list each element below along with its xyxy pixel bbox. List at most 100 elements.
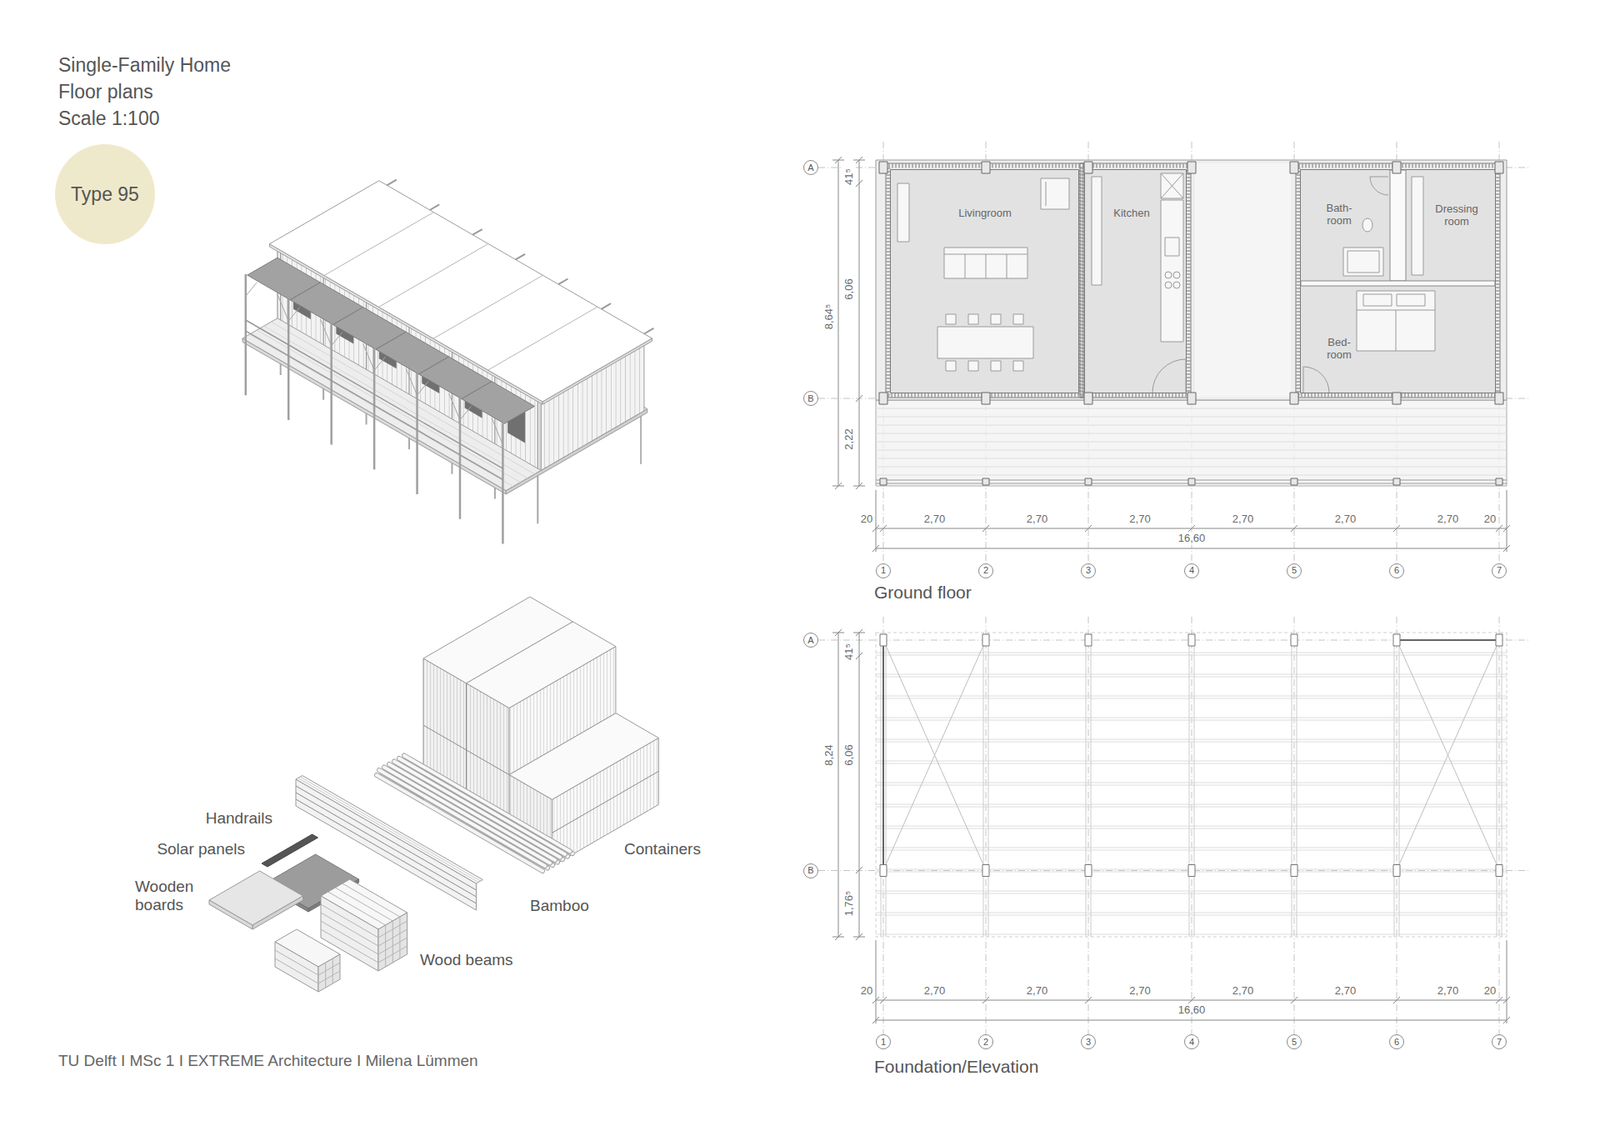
column [1495,634,1503,646]
ground-floor-plan [818,141,1530,563]
furniture [937,326,1034,359]
building-floor [875,160,1507,400]
column [1084,392,1093,405]
column [1188,865,1195,877]
wooden-board [252,895,304,930]
furniture [1013,314,1024,325]
grid-label: 7 [1496,1037,1502,1047]
grid-axis [818,141,1530,563]
dimension-text: 20 [859,513,875,526]
wooden-board [209,870,304,925]
furniture [944,247,1028,279]
grid-bubble: 3 [1080,563,1096,579]
edge-beam [883,640,1500,870]
furniture [1091,176,1102,285]
grid-bubble: A [803,632,819,648]
column [1392,392,1401,405]
grid-bubble: 2 [978,1034,994,1050]
column [1188,478,1195,485]
dimension-text: 41⁵ [843,641,856,662]
material-label: Wooden boards [135,877,194,915]
furniture [945,360,956,371]
grid-bubble: 1 [875,563,891,579]
dimension-text: 2,70 [1025,513,1050,526]
sheet-title: Single-Family Home [58,54,231,76]
column [1187,161,1196,174]
building-floor [1195,163,1291,397]
bamboo-post [245,274,504,544]
room-fill [1405,170,1495,281]
dimension-text: 20 [859,985,875,998]
container-wall [885,163,1500,398]
column [1495,478,1503,485]
house-isometric [242,175,662,544]
bamboo-post [245,275,504,445]
room-area: Livingroom [890,170,1079,393]
dimension-text: 2,70 [922,513,947,526]
room-fill [1300,285,1495,393]
column [1084,161,1093,174]
column [1392,161,1401,174]
material-label: Wood beams [420,950,514,970]
dimension-text: 20 [1482,513,1498,526]
room-label: Kitchen [1113,207,1150,220]
column [982,634,990,646]
furniture [1362,218,1373,232]
dimension-line [832,160,1507,552]
roof [324,212,598,370]
furniture [1173,271,1180,279]
furniture [1165,281,1172,289]
material-label: Handrails [205,809,273,828]
grid-bubble: B [803,390,819,406]
material-label: Bamboo [530,896,590,915]
plan-title: Foundation/Elevation [874,1056,1039,1077]
furniture [1396,294,1425,306]
grid-label: 5 [1291,1037,1297,1047]
solar-canopy [247,257,535,424]
room-fill [1085,170,1186,393]
column [1290,634,1298,646]
furniture [1363,294,1392,306]
furniture [1152,359,1186,393]
material-label: Solar panels [156,840,245,859]
container-wall [890,170,1080,394]
grid-label: 2 [983,1037,989,1047]
furniture [1356,290,1435,351]
column [880,865,887,877]
cross-bracing [883,640,1500,870]
materials-illustration [209,596,659,992]
grid-bubble: 7 [1491,1034,1507,1050]
dimension-line [835,156,1510,552]
column [1085,478,1092,485]
grid-label: 3 [1085,565,1091,575]
column [981,392,990,405]
container-wall [1390,170,1406,281]
roof [386,180,654,335]
dimension-text: 6,06 [843,742,856,767]
room-area: Bath- room [1300,170,1390,281]
column [1188,634,1195,646]
grid-bubble: 4 [1184,563,1200,579]
furniture [1013,360,1024,371]
room-label: Bath- room [1325,202,1352,228]
grid-label: B [807,394,814,404]
grid-label: 1 [880,565,886,575]
grid-bubble: 1 [875,1034,891,1050]
room-label: Bed- room [1326,336,1352,362]
column [879,392,888,405]
roof [269,180,652,402]
sheet-subtitle: Scale 1:100 [58,107,160,130]
grid-bubble: 6 [1389,1034,1405,1050]
container [423,596,659,866]
furniture [945,314,956,325]
container-wall [885,163,1500,398]
grid-axis [818,141,1530,563]
room-area: Bed- room [1300,285,1495,393]
column [1495,865,1503,877]
dimension-text: 6,06 [843,276,856,301]
grid-bubble: A [803,160,819,175]
furniture [1165,271,1172,279]
grid-label: A [807,163,814,173]
grid-label: 1 [880,1037,886,1047]
